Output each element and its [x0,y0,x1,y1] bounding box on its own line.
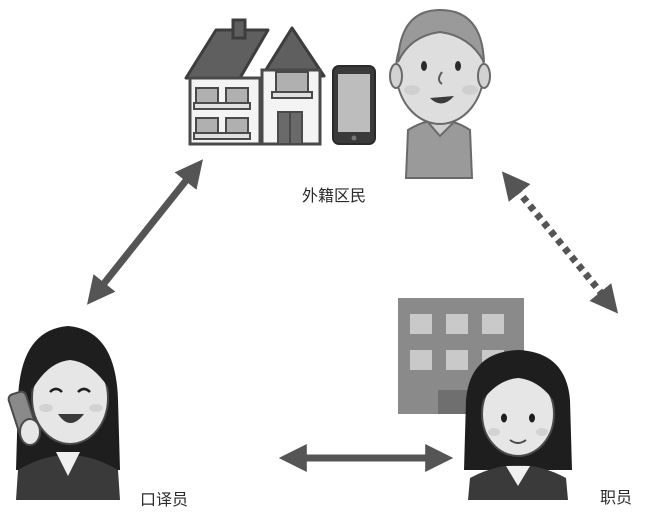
resident-label: 外籍区民 [302,186,367,205]
arrow-resident-interpreter [87,159,203,305]
woman-headset-avatar-icon [7,326,120,500]
arrow-resident-staff-dotted [501,171,619,314]
woman-staff-avatar-icon [464,350,572,500]
smartphone-icon [332,65,376,145]
man-avatar-icon [389,8,491,179]
interpreter-label: 口译员 [140,490,189,509]
house-icon [184,18,326,146]
staff-label: 职员 [600,488,633,507]
